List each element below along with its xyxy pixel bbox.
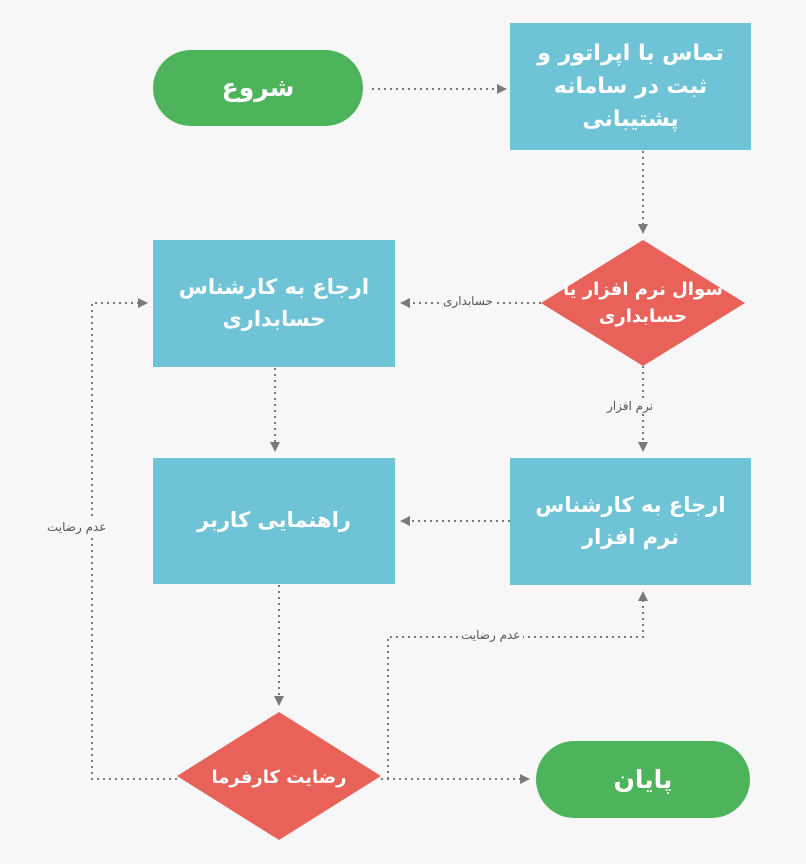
start-label: شروع [221,73,295,103]
guide-user-label: راهنمایی کاربر [197,508,351,533]
edge-label-accounting: حسابداری [440,294,496,308]
edge-label-dissatisfaction-left: عدم رضایت [44,520,110,534]
edge-label-software: نرم افزار [604,399,657,413]
guide-user-box: راهنمایی کاربر [153,458,395,584]
decision-satisfaction-shape [177,712,381,840]
refer-software-box: ارجاع به کارشناس نرم افزار [510,458,751,585]
satisfaction-decision-label: رضایت کارفرما [211,766,347,788]
refer-accounting-box: ارجاع به کارشناس حسابداری [153,240,395,367]
decision-question-shape [541,240,745,366]
refer-accounting-label: ارجاع به کارشناس حسابداری [178,275,370,331]
connector-loop-left [91,298,177,780]
question-decision-label: سوال نرم افزار یا حسابداری [563,279,723,327]
contact-operator-label: تماس با اپراتور و ثبت در سامانه پشتیبانی [537,41,724,132]
question-decision: سوال نرم افزار یا حسابداری [560,272,726,334]
contact-operator-box: تماس با اپراتور و ثبت در سامانه پشتیبانی [510,23,751,150]
edge-label-dissatisfaction-right: عدم رضایت [458,628,524,642]
end-terminal: پایان [536,741,750,818]
start-terminal: شروع [153,50,363,126]
satisfaction-decision: رضایت کارفرما [196,760,362,794]
end-label: پایان [613,764,673,794]
refer-software-label: ارجاع به کارشناس نرم افزار [535,493,726,549]
